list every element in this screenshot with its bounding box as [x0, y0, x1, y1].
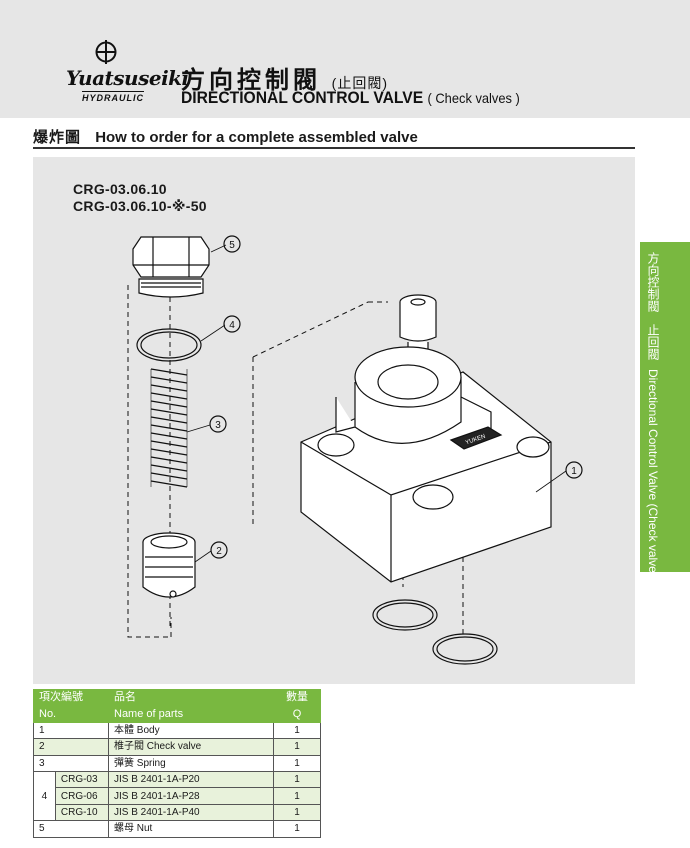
row-qty: 1 — [273, 738, 321, 756]
row-qty: 1 — [273, 721, 321, 740]
row-qty: 1 — [273, 754, 321, 772]
section-heading: 爆炸圖 How to order for a complete assemble… — [33, 126, 418, 147]
parts-table: 項次編號 品名 數量 No. Name of parts Q 1 本體 Body… — [33, 688, 321, 838]
header-qty-zh: 數量 — [273, 688, 321, 707]
part-4-o-ring — [136, 328, 202, 362]
side-tab-zh: 方向控制閥 止回閥 — [646, 252, 660, 360]
part-1-body — [300, 346, 552, 583]
callout-leaders — [186, 244, 567, 563]
header-no-zh: 項次編號 — [33, 688, 109, 707]
header-name-en: Name of parts — [108, 705, 274, 723]
callout-3-circle — [209, 415, 227, 433]
page-title-chinese: 方向控制閥 (止回閥) — [181, 60, 388, 95]
part-2-poppet — [142, 532, 196, 598]
model-code-2: CRG-03.06.10-※-50 — [73, 198, 207, 214]
callout-4-circle — [223, 315, 241, 333]
row-name: 彈簧 Spring — [108, 754, 274, 772]
header-no-en: No. — [33, 705, 109, 723]
callout-5: 5 — [229, 240, 235, 251]
callout-3: 3 — [215, 420, 221, 431]
header-qty-en: Q — [273, 705, 321, 723]
table-header-row-en: No. Name of parts Q — [33, 705, 321, 723]
row-qty: 1 — [273, 787, 321, 805]
row-no: 3 — [33, 754, 109, 772]
row-model: CRG-06 — [54, 787, 110, 805]
row-qty: 1 — [273, 820, 321, 838]
row-name: 本體 Body — [108, 721, 274, 740]
row-qty: 1 — [273, 770, 321, 789]
logo-wordmark: Yuatsuseiki — [66, 66, 189, 90]
logo-symbol-icon — [95, 40, 117, 64]
callout-4: 4 — [229, 320, 235, 331]
row-name: 椎子閥 Check valve — [108, 738, 274, 756]
part-3-spring — [150, 368, 188, 488]
table-row: 4 CRG-03 JIS B 2401-1A-P20 1 — [33, 770, 321, 822]
body-o-rings — [372, 599, 498, 665]
title-en-sub: ( Check valves ) — [427, 90, 520, 106]
table-row: 5 螺母 Nut 1 — [33, 820, 321, 838]
section-heading-zh: 爆炸圖 — [33, 129, 82, 146]
model-code-1: CRG-03.06.10 — [73, 181, 167, 197]
table-row: 3 彈簧 Spring 1 — [33, 754, 321, 772]
row-name: JIS B 2401-1A-P28 — [108, 787, 274, 805]
brand-logo: Yuatsuseiki HYDRAULIC — [66, 40, 189, 106]
title-zh-main: 方向控制閥 — [181, 67, 321, 94]
row-qty: 1 — [273, 803, 321, 822]
callout-2-circle — [210, 541, 228, 559]
table-row: CRG-10 JIS B 2401-1A-P40 1 — [34, 803, 321, 822]
row-name: 螺母 Nut — [108, 820, 274, 838]
table-row: 2 椎子閥 Check valve 1 — [33, 738, 321, 756]
row-name: JIS B 2401-1A-P20 — [108, 770, 274, 789]
part-5-plug — [132, 236, 210, 298]
callout-2: 2 — [216, 546, 222, 557]
callout-1: 1 — [571, 466, 577, 477]
row-model: CRG-10 — [54, 803, 110, 822]
logo-subtitle: HYDRAULIC — [82, 91, 144, 103]
table-header-row-zh: 項次編號 品名 數量 — [33, 688, 321, 707]
title-en-main: DIRECTIONAL CONTROL VALVE — [181, 88, 424, 107]
section-divider — [33, 147, 635, 149]
table-row: CRG-06 JIS B 2401-1A-P28 1 — [34, 787, 321, 805]
side-tab-label: 方向控制閥 止回閥 Directional Control Valve (Che… — [646, 252, 662, 584]
row-no: 1 — [33, 721, 109, 740]
header-name-zh: 品名 — [108, 688, 274, 707]
row-no: 5 — [33, 820, 109, 838]
row-group-no: 4 — [33, 770, 56, 822]
callout-5-circle — [223, 235, 241, 253]
section-heading-en: How to order for a complete assembled va… — [95, 129, 418, 146]
page-title-english: DIRECTIONAL CONTROL VALVE ( Check valves… — [181, 88, 520, 108]
exploded-diagram: 5 4 3 2 1 YUKEN — [127, 235, 583, 665]
row-name: JIS B 2401-1A-P40 — [108, 803, 274, 822]
exploded-view-panel: CRG-03.06.10 CRG-03.06.10-※-50 — [33, 157, 635, 684]
header-band — [0, 0, 690, 118]
title-zh-sub: (止回閥) — [331, 75, 388, 91]
row-model: CRG-03 — [54, 770, 110, 789]
table-row: 1 本體 Body 1 — [33, 721, 321, 740]
row-no: 2 — [33, 738, 109, 756]
side-tab: 方向控制閥 止回閥 Directional Control Valve (Che… — [640, 242, 690, 583]
callout-1-circle — [565, 461, 583, 479]
side-tab-en: Directional Control Valve (Check valves) — [646, 369, 660, 584]
